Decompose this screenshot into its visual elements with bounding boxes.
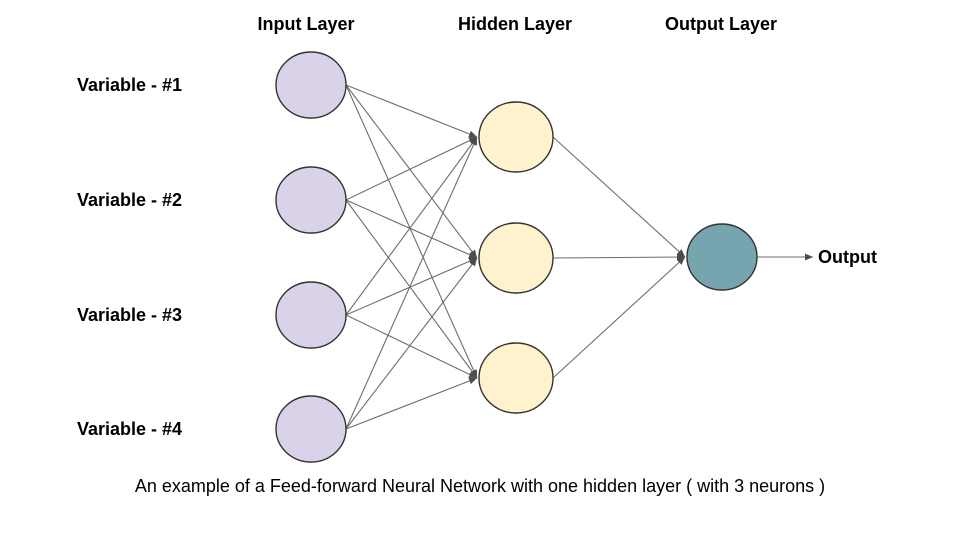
edge-i2-h3 [345,199,478,379]
edge-i3-h3 [345,314,478,379]
edge-i1-h3 [345,84,478,379]
edge-i4-h1 [345,136,478,430]
output-node-o1 [686,223,758,291]
edge-h2-o1 [552,253,686,261]
edge-i2-h1 [345,136,478,201]
hidden-node-h2 [478,222,554,294]
label-variable-4: Variable - #4 [77,419,183,439]
label-variable-3: Variable - #3 [77,305,183,325]
label-variable-2: Variable - #2 [77,190,183,210]
input-node-i3 [275,281,347,349]
edge-i1-h1 [345,84,478,138]
header-output-layer: Output Layer [664,14,778,34]
hidden-node-h3 [478,342,554,414]
hidden-node-h1 [478,101,554,173]
node-group [275,51,758,463]
input-node-i4 [275,395,347,463]
edge-group [345,84,813,430]
edge-h3-o1 [552,256,686,379]
edge-i3-h2 [345,257,478,316]
edge-i3-h1 [345,136,478,316]
caption: An example of a Feed-forward Neural Netw… [134,476,826,496]
header-input-layer: Input Layer [257,14,355,34]
input-node-i1 [275,51,347,119]
edge-i4-h3 [345,377,478,430]
edge-h1-o1 [552,136,686,258]
edge-i1-h2 [345,84,478,259]
label-variable-1: Variable - #1 [77,75,183,95]
header-hidden-layer: Hidden Layer [457,14,573,34]
input-node-i2 [275,166,347,234]
label-output: Output [818,247,877,267]
edge-i4-h2 [345,257,478,430]
edge-i2-h2 [345,199,478,259]
